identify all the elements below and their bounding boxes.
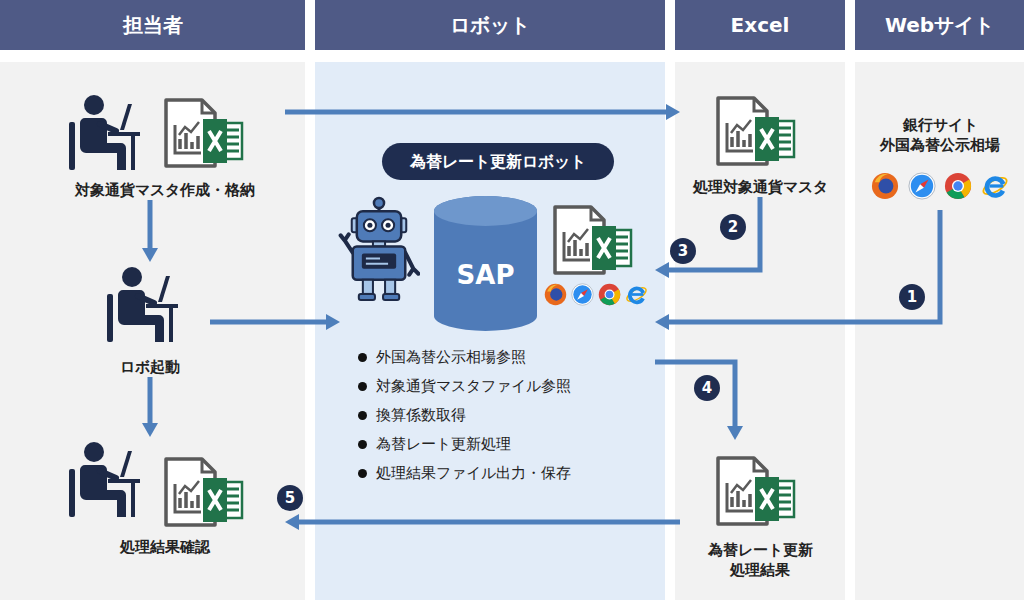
callout-anchor: 1 [899, 284, 925, 310]
actor-step: 処理対象通貨マスタ [680, 92, 840, 197]
swimlane: ロボット為替レート更新ロボット外国為替公示相場参照対象通貨マスタファイル参照換算… [315, 0, 665, 600]
bullet-text: 対象通貨マスタファイル参照 [376, 377, 571, 396]
callout-number: 1 [899, 284, 925, 310]
bullet-row: 処理結果ファイル出力・保存 [358, 459, 571, 488]
flow-arrow [148, 200, 153, 250]
callout-number: 3 [670, 238, 696, 264]
actor-step: ロボ起動 [90, 262, 210, 377]
callout-number: 2 [720, 214, 746, 240]
caption: 処理結果確認 [120, 537, 210, 557]
robot-illustration [341, 198, 419, 300]
bullet-row: 換算係数取得 [358, 401, 466, 430]
excel-icon [166, 459, 242, 525]
callout-number: 5 [277, 485, 303, 511]
chrome-icon [945, 173, 971, 199]
chrome-icon [599, 284, 620, 305]
caption: ロボ起動 [120, 357, 180, 377]
actor-step: 対象通貨マスタ作成・格納 [45, 92, 285, 200]
web-source: 銀行サイト 外国為替公示相場 [860, 115, 1020, 210]
excel-icon [718, 458, 794, 524]
cylinder-body [434, 196, 537, 331]
person-icon [69, 95, 140, 170]
callout-anchor: 3 [670, 238, 696, 264]
flow-arrow [210, 320, 328, 325]
person-icon [69, 442, 140, 517]
database-label: SAP [457, 260, 515, 290]
callout-number: 4 [694, 375, 720, 401]
flow-arrow [285, 110, 668, 115]
excel-icon [718, 98, 794, 164]
caption: 銀行サイト 外国為替公示相場 [875, 115, 1005, 155]
cylinder-top [434, 196, 537, 226]
safari-icon [909, 173, 935, 199]
lane-header: ロボット [315, 0, 665, 50]
callout-anchor: 4 [694, 375, 720, 401]
caption: 為替レート更新 処理結果 [695, 540, 825, 580]
bullet-dot [358, 440, 367, 449]
callout-anchor: 5 [277, 485, 303, 511]
flow-arrow [297, 520, 680, 525]
excel-icon [166, 100, 242, 166]
person-icon [107, 267, 178, 342]
flow-arrow [148, 377, 153, 425]
lane-header: Excel [675, 0, 845, 50]
caption: 対象通貨マスタ作成・格納 [75, 180, 255, 200]
flow-arrow [655, 362, 735, 428]
callout-anchor: 2 [720, 214, 746, 240]
safari-icon [572, 284, 593, 305]
swimlane: Webサイト銀行サイト 外国為替公示相場 [855, 0, 1024, 600]
actor-step: 為替レート更新 処理結果 [680, 440, 840, 580]
bullet-dot [358, 353, 367, 362]
bullet-row: 為替レート更新処理 [358, 430, 511, 459]
ie-icon [981, 175, 1009, 198]
firefox-icon [545, 284, 566, 305]
bullet-row: 対象通貨マスタファイル参照 [358, 372, 571, 401]
bullet-dot [358, 382, 367, 391]
bullet-dot [358, 411, 367, 420]
flow-arrow [667, 210, 940, 322]
excel-icon [555, 207, 631, 273]
robot-title-pill: 為替レート更新ロボット [382, 143, 614, 180]
swimlane: Excel 処理対象通貨マスタ為替レート更新 処理結果 [675, 0, 845, 600]
bullet-dot [358, 469, 367, 478]
swimlane: 担当者対象通貨マスタ作成・格納ロボ起動処理結果確認 [0, 0, 305, 600]
ie-icon [625, 285, 648, 304]
firefox-icon [872, 173, 898, 199]
actor-step: 処理結果確認 [45, 437, 285, 557]
caption: 処理対象通貨マスタ [693, 177, 828, 197]
lane-header: 担当者 [0, 0, 305, 50]
bullet-row: 外国為替公示相場参照 [358, 343, 526, 372]
bullet-text: 処理結果ファイル出力・保存 [376, 464, 571, 483]
bullet-text: 外国為替公示相場参照 [376, 348, 526, 367]
database-cylinder: SAP [433, 195, 538, 332]
lane-header: Webサイト [855, 0, 1024, 50]
bullet-text: 換算係数取得 [376, 406, 466, 425]
robot-group: 為替レート更新ロボット外国為替公示相場参照対象通貨マスタファイル参照換算係数取得… [340, 140, 655, 490]
flow-arrow [667, 197, 760, 270]
bullet-text: 為替レート更新処理 [376, 435, 511, 454]
